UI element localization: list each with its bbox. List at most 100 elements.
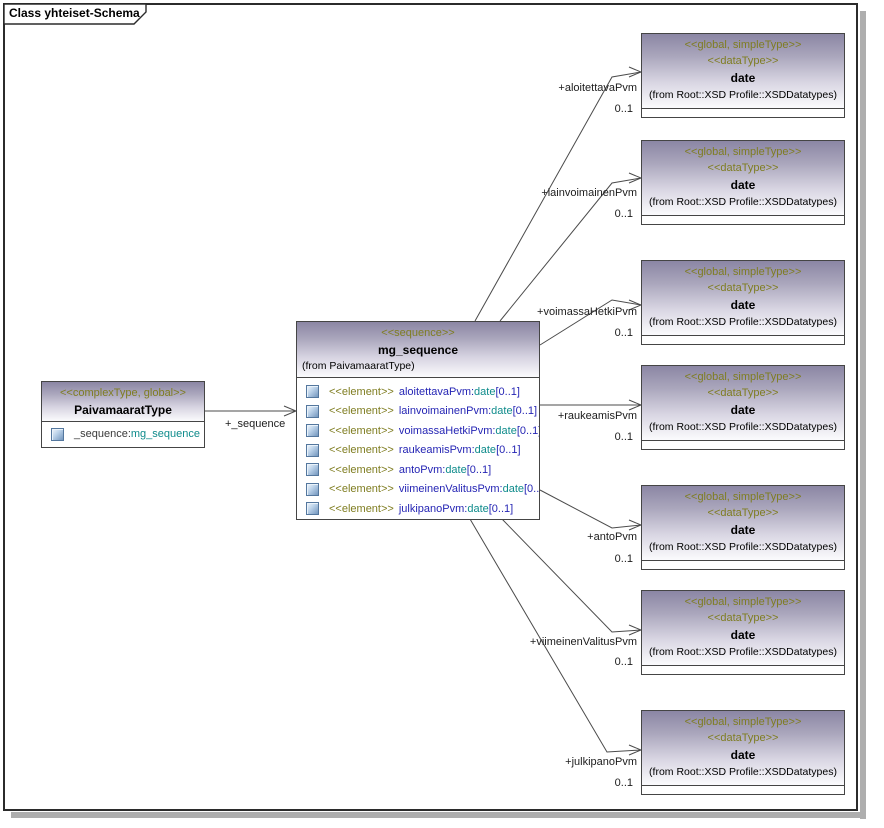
class-box-date-6[interactable]: <<global, simpleType>> <<dataType>> date… xyxy=(641,590,845,675)
element-name: voimassaHetkiPvm: xyxy=(398,424,496,437)
element-row[interactable]: <<element>> aloitettavaPvm:date[0..1] xyxy=(297,382,539,402)
diagram-title: Class yhteiset-Schema xyxy=(9,6,140,20)
class-name: date xyxy=(730,523,756,537)
class-stereotype: <<dataType>> xyxy=(707,387,779,399)
element-stereotype: <<element>> xyxy=(329,463,394,476)
element-icon xyxy=(306,482,319,496)
multiplicity-label: 0..1 xyxy=(614,103,633,115)
connector-julkipanopvm[interactable] xyxy=(469,518,642,753)
class-name: date xyxy=(730,628,756,642)
element-multiplicity: [0..1] xyxy=(488,502,514,515)
element-multiplicity: [0..1] xyxy=(466,463,492,476)
class-name: date xyxy=(730,403,756,417)
element-row[interactable]: <<element>> voimassaHetkiPvm:date[0..1] xyxy=(297,421,539,441)
association-label: +lainvoimainenPvm xyxy=(541,187,637,199)
class-box-mg-sequence[interactable]: <<sequence>> mg_sequence (from Paivamaar… xyxy=(296,321,540,520)
element-row[interactable]: <<element>>julkipanoPvm:date[0..1] xyxy=(297,499,539,519)
frame-tab xyxy=(3,3,147,25)
class-box-date-5[interactable]: <<global, simpleType>> <<dataType>> date… xyxy=(641,485,845,570)
multiplicity-label: 0..1 xyxy=(614,656,633,668)
connector-aloitettavapvm[interactable] xyxy=(474,71,642,322)
class-stereotype: <<global, simpleType>> xyxy=(684,596,802,608)
connector-antopvm[interactable] xyxy=(539,489,642,529)
frame-shadow-bottom xyxy=(11,812,866,818)
element-type: date xyxy=(474,444,497,457)
association-label: +aloitettavaPvm xyxy=(558,82,637,94)
class-box-date-7[interactable]: <<global, simpleType>> <<dataType>> date… xyxy=(641,710,845,795)
class-stereotype: <<dataType>> xyxy=(707,612,779,624)
attribute-row[interactable]: _sequence:mg_sequence xyxy=(42,422,204,446)
element-multiplicity: [0..1] xyxy=(512,405,538,418)
class-from: (from PaivamaaratType) xyxy=(302,360,415,372)
element-multiplicity: [0..1] xyxy=(516,424,539,437)
element-icon xyxy=(306,502,319,516)
class-from: (from Root::XSD Profile::XSDDatatypes) xyxy=(649,541,837,553)
element-icon xyxy=(306,443,319,457)
element-row[interactable]: <<element>>viimeinenValitusPvm:date[0..1… xyxy=(297,480,539,500)
element-icon xyxy=(306,424,319,438)
connector-viimeinenvalituspvm[interactable] xyxy=(501,518,642,633)
attribute-name: _sequence: xyxy=(74,428,131,440)
element-name: aloitettavaPvm: xyxy=(398,385,475,398)
class-stereotype: <<dataType>> xyxy=(707,282,779,294)
element-stereotype: <<element>> xyxy=(329,502,394,515)
association-label: +viimeinenValitusPvm xyxy=(529,636,637,648)
connector-lainvoimainenpvm[interactable] xyxy=(499,177,642,322)
element-type: date xyxy=(495,424,517,437)
element-name: antoPvm: xyxy=(398,463,446,476)
connector-voimassahetkipvm[interactable] xyxy=(539,299,642,346)
element-icon xyxy=(306,385,319,399)
element-multiplicity: [0..1] xyxy=(495,385,520,398)
element-type: date xyxy=(491,405,513,418)
class-box-paivamaarattype[interactable]: <<complexType, global>> PaivamaaratType … xyxy=(41,381,205,448)
class-stereotype: <<global, simpleType>> xyxy=(684,39,802,51)
class-box-date-4[interactable]: <<global, simpleType>> <<dataType>> date… xyxy=(641,365,845,450)
element-type: date xyxy=(474,385,496,398)
class-stereotype: <<dataType>> xyxy=(707,732,779,744)
class-name: date xyxy=(730,178,756,192)
class-stereotype: <<dataType>> xyxy=(707,55,779,67)
class-name: date xyxy=(730,748,756,762)
association-label: +_sequence xyxy=(225,418,286,430)
class-from: (from Root::XSD Profile::XSDDatatypes) xyxy=(649,89,837,101)
element-name: viimeinenValitusPvm: xyxy=(398,483,503,496)
element-type: date xyxy=(445,463,467,476)
multiplicity-label: 0..1 xyxy=(614,553,633,565)
element-row[interactable]: <<element>>raukeamisPvm:date[0..1] xyxy=(297,441,539,461)
class-stereotype: <<global, simpleType>> xyxy=(684,266,802,278)
element-type: date xyxy=(502,483,524,496)
class-from: (from Root::XSD Profile::XSDDatatypes) xyxy=(649,316,837,328)
class-name: PaivamaaratType xyxy=(74,403,172,417)
element-stereotype: <<element>> xyxy=(329,405,394,418)
class-from: (from Root::XSD Profile::XSDDatatypes) xyxy=(649,646,837,658)
class-box-date-2[interactable]: <<global, simpleType>> <<dataType>> date… xyxy=(641,140,845,225)
class-box-date-3[interactable]: <<global, simpleType>> <<dataType>> date… xyxy=(641,260,845,345)
multiplicity-label: 0..1 xyxy=(614,777,633,789)
element-name: lainvoimainenPvm: xyxy=(398,405,492,418)
frame-shadow-right xyxy=(860,11,866,819)
element-row[interactable]: <<element>> antoPvm:date[0..1] xyxy=(297,460,539,480)
class-stereotype: <<sequence>> xyxy=(381,327,455,339)
class-name: mg_sequence xyxy=(377,343,459,357)
class-from: (from Root::XSD Profile::XSDDatatypes) xyxy=(649,421,837,433)
element-name: raukeamisPvm: xyxy=(398,444,475,457)
class-stereotype: <<complexType, global>> xyxy=(60,387,186,399)
element-row[interactable]: <<element>> lainvoimainenPvm:date[0..1] xyxy=(297,402,539,422)
association-label: +antoPvm xyxy=(587,531,637,543)
element-stereotype: <<element>> xyxy=(329,424,394,437)
element-multiplicity: [0..1] xyxy=(524,483,539,496)
multiplicity-label: 0..1 xyxy=(614,327,633,339)
association-label: +raukeamisPvm xyxy=(557,410,637,422)
class-stereotype: <<global, simpleType>> xyxy=(684,371,802,383)
class-box-date-1[interactable]: <<global, simpleType>> <<dataType>> date… xyxy=(641,33,845,118)
association-label: +voimassaHetkiPvm xyxy=(537,306,637,318)
attribute-type: mg_sequence xyxy=(130,428,200,440)
element-stereotype: <<element>> xyxy=(329,385,394,398)
element-name: julkipanoPvm: xyxy=(398,502,468,515)
element-icon xyxy=(306,404,319,418)
element-icon xyxy=(306,463,319,477)
class-stereotype: <<global, simpleType>> xyxy=(684,716,802,728)
class-stereotype: <<global, simpleType>> xyxy=(684,146,802,158)
class-from: (from Root::XSD Profile::XSDDatatypes) xyxy=(649,766,837,778)
